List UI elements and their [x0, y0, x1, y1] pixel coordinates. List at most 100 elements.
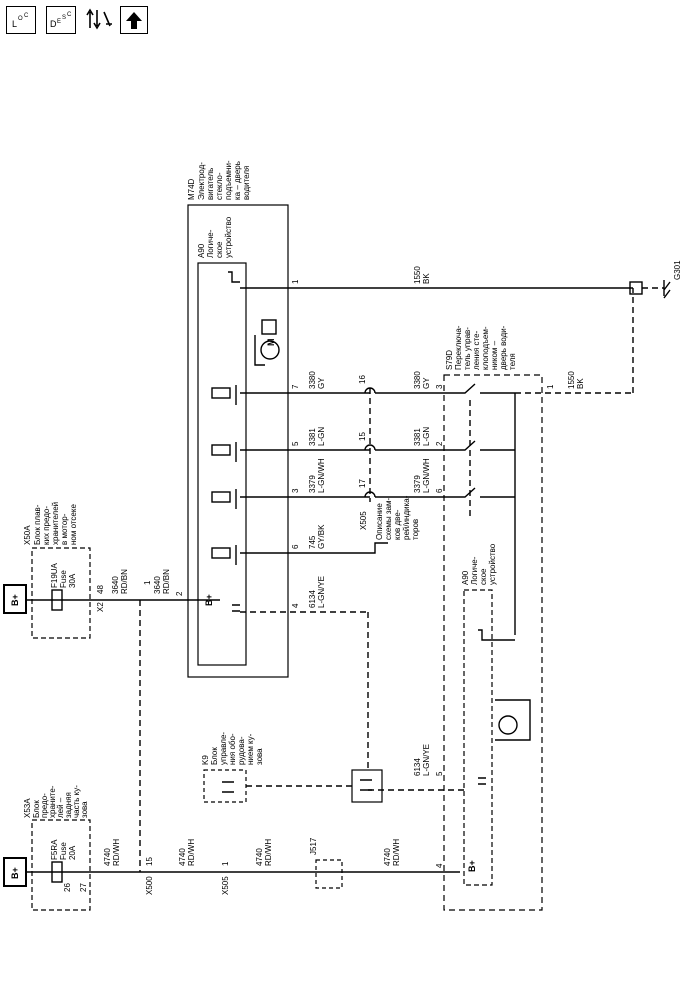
s79d-pin-4: 4	[435, 863, 444, 868]
k9-desc-4: рудова-	[237, 736, 246, 765]
f5ra-name: F5RA	[50, 839, 59, 860]
m74d-module-outline	[187, 204, 289, 678]
wire-4740-num-c: 4740	[255, 848, 264, 866]
a90-top-desc-2: ское	[215, 241, 224, 258]
wire-6134-num-b: 6134	[413, 758, 422, 776]
g301-label: G301	[673, 260, 682, 280]
signal-flow-icon	[86, 8, 112, 30]
wire-4740-color-a: RD/WH	[112, 839, 121, 866]
x53a-desc-2: предо-	[40, 793, 49, 818]
x53a-desc-1: Блок	[32, 800, 41, 818]
lock-desc-5: торов	[411, 519, 420, 540]
lock-desc-2: схемы зам-	[384, 498, 393, 540]
s79d-switch-outline	[443, 374, 543, 911]
x500-pin-1: 1	[143, 580, 152, 585]
x500-pin-15: 15	[145, 857, 154, 866]
x50a-title: X50A	[23, 525, 32, 545]
m74d-pin-6: 6	[291, 544, 300, 549]
description-view-button[interactable]: D E S C	[46, 6, 76, 34]
wire-3379-num-a: 3379	[308, 475, 317, 493]
wire-3380-num-a: 3380	[308, 371, 317, 389]
m74d-desc-4: подъемни-	[224, 160, 233, 200]
s79d-desc: Переключа- тель управ- ления сте- клопод…	[454, 325, 517, 370]
wire-4740-num-a: 4740	[103, 848, 112, 866]
up-arrow-button[interactable]	[120, 6, 148, 34]
a90-top-ground-sym	[228, 271, 240, 283]
wire-1550-color-b: BK	[576, 378, 585, 389]
motor-symbol	[260, 340, 280, 360]
x53a-pin-a: 26	[63, 883, 72, 892]
s79d-pin-3: 3	[435, 384, 444, 389]
k9-desc-6: зова	[255, 748, 264, 765]
f19ua-name: F19UA	[50, 562, 59, 588]
desc-sub-letter-1: E	[57, 19, 62, 25]
x505-pin15-symbol	[364, 444, 376, 451]
x53a-desc-3: храните-	[48, 785, 57, 818]
x50a-desc-3: хранителей	[51, 502, 60, 545]
m74d-desc: Электрод- вигатель стекло- подъемни- ка …	[197, 160, 251, 200]
lin-bus-junction	[351, 769, 383, 803]
k9-desc-3: ния обо-	[228, 733, 237, 765]
k9-title: K9	[201, 755, 210, 765]
wire-3380-color-b: GY	[422, 377, 431, 389]
location-icon: L O C	[7, 7, 35, 33]
wire-3640-color: RD/BN	[120, 569, 129, 594]
x50a-connector-x2: X2	[96, 602, 105, 612]
desc-main-letter: D	[50, 19, 57, 29]
a90-input-symbols	[211, 385, 240, 612]
m74d-title: M74D	[187, 178, 196, 200]
up-arrow-icon	[126, 12, 142, 29]
lock-description: Описание схемы зам- ков две- рей/индика-…	[375, 495, 420, 540]
wire-3380-color-a: GY	[317, 377, 326, 389]
location-view-button[interactable]: L O C	[6, 6, 36, 34]
s79d-pin-6: 6	[435, 488, 444, 493]
x53a-desc-5: задняя	[64, 792, 73, 818]
x50a-pin: 48	[96, 585, 105, 594]
k9-module	[203, 769, 247, 803]
f19ua-rating: 30A	[68, 573, 77, 588]
signal-flow-button[interactable]	[84, 6, 114, 32]
s79d-pin-1: 1	[546, 384, 555, 389]
a90-bottom-bplus-label: B+	[467, 860, 477, 872]
a90-top-desc-3: устройство	[224, 216, 233, 258]
x50a-desc-2: ких предо-	[42, 506, 51, 545]
wire-3379-color-b: L-GN/WH	[422, 458, 431, 493]
x53a-fuse-block	[31, 819, 91, 911]
a90-bottom-ground-link	[478, 629, 515, 641]
s79d-contacts	[452, 383, 516, 635]
wire-3381-color-a: L-GN	[317, 427, 326, 446]
lin-bus-icon	[360, 779, 372, 791]
a90-bottom-desc-1: Логиче-	[470, 556, 479, 585]
motor-wiring	[254, 335, 265, 366]
s79d-pin-5: 5	[435, 771, 444, 776]
a90-top-title: A90	[197, 243, 206, 258]
lock-ref-bracket	[370, 542, 388, 554]
s79d-pin-2: 2	[435, 441, 444, 446]
m74d-bplus-label: B+	[204, 594, 214, 606]
motor-sensor-icon	[261, 319, 277, 335]
lock-desc-1: Описание	[375, 503, 384, 540]
x53a-desc-6: часть ку-	[72, 785, 81, 818]
s79d-desc-7: теля	[508, 353, 517, 370]
desc-sub-letter-3: C	[67, 12, 72, 18]
m74d-pin-1: 1	[291, 279, 300, 284]
m74d-desc-2: вигатель	[206, 168, 215, 200]
a90-bottom-io-symbol	[478, 777, 486, 785]
a90-bottom-desc-2: ское	[479, 568, 488, 585]
wire-3381-num-a: 3381	[308, 428, 317, 446]
f5ra-fuse-label: Fuse	[59, 842, 68, 860]
x50a-desc: Блок плав- ких предо- хранителей в мотор…	[33, 502, 78, 545]
loc-main-letter: L	[12, 19, 18, 29]
indicator-wiring	[495, 699, 531, 741]
s79d-desc-4: клоподъем-	[481, 326, 490, 370]
wire-3381-color-b: L-GN	[422, 427, 431, 446]
m74d-pin-4: 4	[291, 603, 300, 608]
wire-1550-num-b: 1550	[567, 371, 576, 389]
x50a-desc-5: ном отсеке	[69, 504, 78, 545]
lock-desc-4: рей/индика-	[402, 495, 411, 540]
x505-pin-15: 15	[358, 432, 367, 441]
a90-top-desc-1: Логиче-	[206, 229, 215, 258]
f19ua-fuse-label: Fuse	[59, 570, 68, 588]
s79d-desc-2: тель управ-	[463, 327, 472, 370]
